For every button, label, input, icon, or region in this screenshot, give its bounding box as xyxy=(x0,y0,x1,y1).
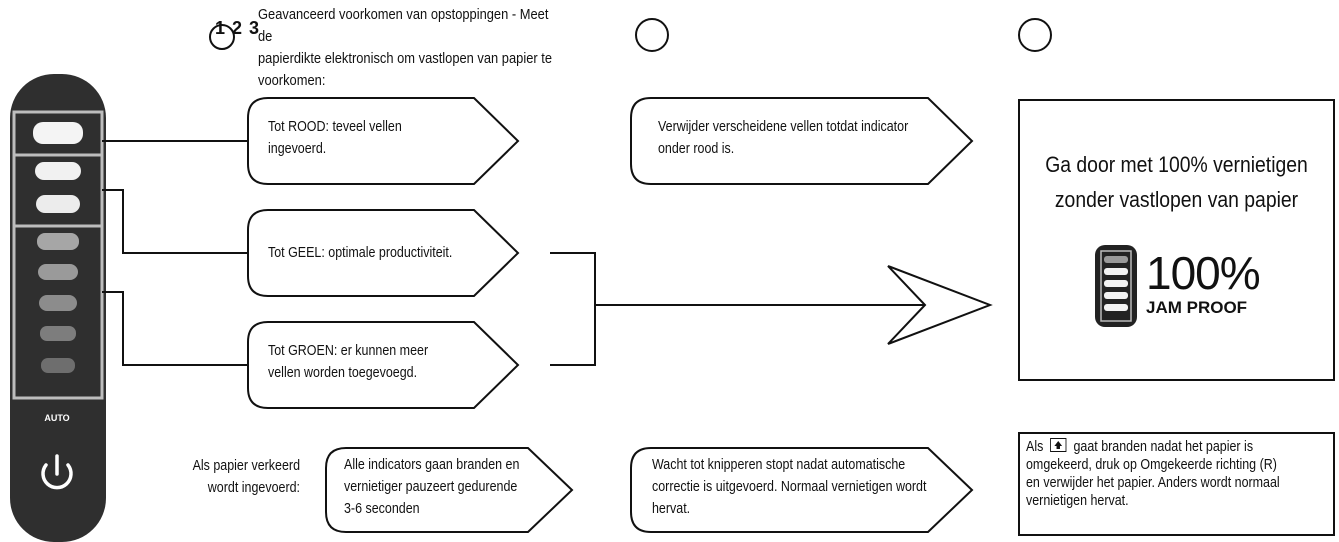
callout-green-shape xyxy=(247,321,520,409)
callout-yellow-text: Tot GEEL: optimale productiviteit. xyxy=(268,245,453,261)
indicator-light-2 xyxy=(35,162,81,180)
indicator-frame xyxy=(12,110,104,400)
indicator-light-3 xyxy=(36,195,80,213)
indicator-light-5 xyxy=(38,264,78,280)
callout-action-text: Verwijder verscheidene vellen totdat ind… xyxy=(658,119,909,157)
step-circle-3 xyxy=(1018,18,1052,52)
callout-yellow-shape xyxy=(247,209,520,297)
callout-red-shape xyxy=(247,97,520,185)
step-circle-1 xyxy=(209,24,235,50)
indicator-light-8 xyxy=(41,358,75,373)
step-numbers: 1 2 3 xyxy=(215,18,261,38)
indicator-light-7 xyxy=(40,326,76,341)
result-title: Ga door met 100% vernietigen zonder vast… xyxy=(1045,152,1308,212)
callout-misfeed-2-shape xyxy=(630,447,974,533)
reverse-note-text: Als gaat branden nadat het papier is omg… xyxy=(1026,438,1280,509)
callout-misfeed-1-shape xyxy=(325,447,574,533)
indicator-light-4 xyxy=(37,233,79,250)
step-circle-2 xyxy=(635,18,669,52)
indicator-light-1 xyxy=(33,122,83,144)
reverse-note-box: Als gaat branden nadat het papier is omg… xyxy=(1018,432,1335,536)
jam-proof-gauge-icon xyxy=(1095,245,1137,327)
reverse-icon xyxy=(1050,438,1067,452)
callout-misfeed-2-text: Wacht tot knipperen stopt nadat automati… xyxy=(652,457,927,517)
auto-label: AUTO xyxy=(44,413,70,423)
callout-misfeed-1-text: Alle indicators gaan branden en vernieti… xyxy=(344,457,520,517)
shredder-control-panel xyxy=(10,74,106,542)
connector-lines xyxy=(102,140,925,366)
indicator-light-6 xyxy=(39,295,77,311)
callout-red-text: Tot ROOD: teveel vellen ingevoerd. xyxy=(268,119,402,157)
callout-action-shape xyxy=(630,97,974,185)
intro-text: Geavanceerd voorkomen van opstoppingen -… xyxy=(258,6,553,89)
callout-green-text: Tot GROEN: er kunnen meer vellen worden … xyxy=(268,343,429,381)
result-box: Ga door met 100% vernietigen zonder vast… xyxy=(1018,99,1335,381)
jam-proof-label: JAM PROOF xyxy=(1146,298,1248,317)
power-icon xyxy=(41,454,73,490)
big-arrow-head xyxy=(887,265,993,345)
jam-proof-percent: 100% xyxy=(1146,247,1261,299)
misfeed-label: Als papier verkeerd wordt ingevoerd: xyxy=(192,458,300,496)
